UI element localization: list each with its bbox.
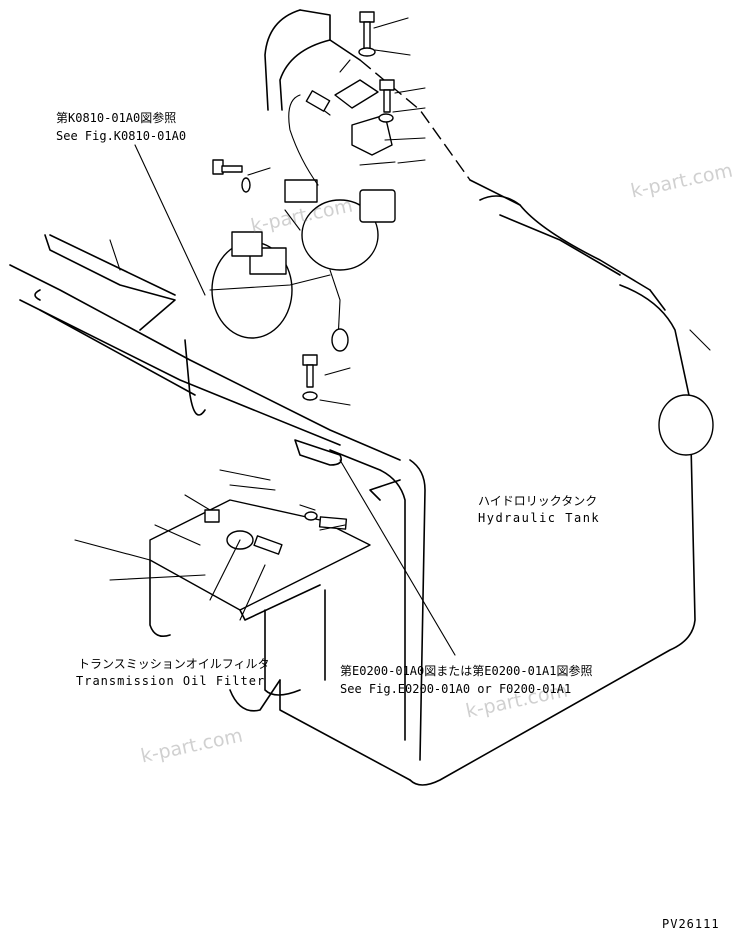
ref-k0810-jp: 第K0810-01A0図参照 [56, 111, 177, 125]
frame-rail [9, 234, 401, 461]
ref-e0200-en: See Fig.E0200-01A0 or F0200-01A1 [340, 682, 572, 696]
ref-k0810-en: See Fig.K0810-01A0 [56, 129, 187, 143]
hydraulic-tank-jp: ハイドロリックタンク [478, 494, 598, 508]
leader-lines [109, 17, 456, 656]
upper-components [209, 79, 396, 352]
trans-filter-jp: トランスミッションオイルフィルタ [78, 657, 270, 671]
drawing-number: PV26111 [662, 917, 720, 931]
hydraulic-tank-en: Hydraulic Tank [478, 511, 601, 525]
transmission-filter [74, 439, 371, 712]
ref-e0200-jp: 第E0200-01A0図または第E0200-01A1図参照 [340, 664, 593, 678]
hydraulic-tank [264, 9, 714, 786]
trans-filter-en: Transmission Oil Filter [76, 674, 266, 688]
bolts-upper [212, 11, 395, 401]
